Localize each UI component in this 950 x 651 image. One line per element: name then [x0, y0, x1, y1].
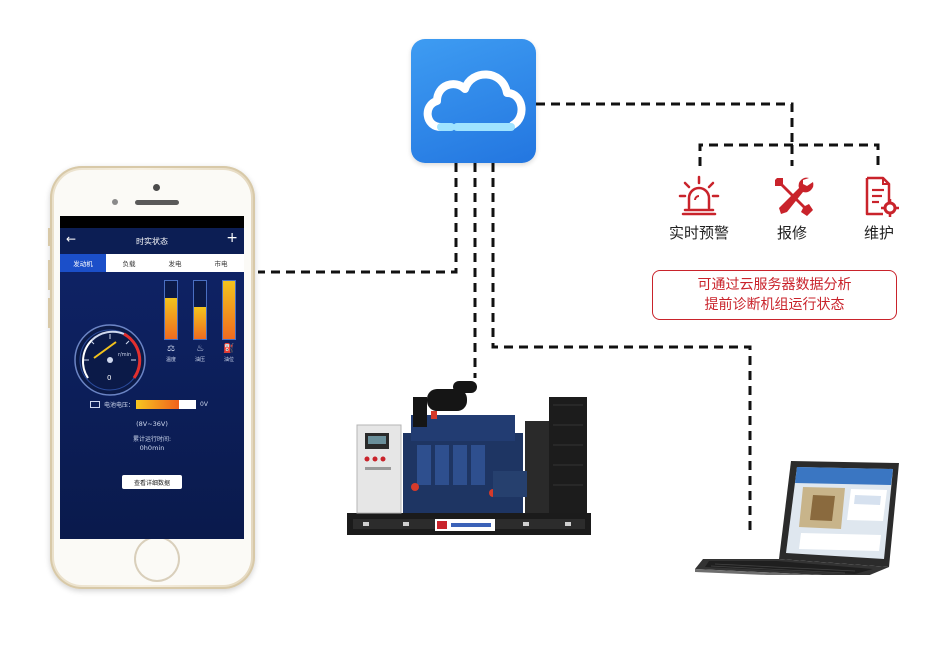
arrow-left-icon[interactable]: ← — [66, 232, 77, 246]
engine-panel: r/min 0 ⚖ ♨ ⛽ 温度 油压 油位 电池电压： 0V (8V~36V)… — [60, 272, 244, 539]
diesel-generator-image — [347, 381, 591, 535]
cloud-analysis-note: 可通过云服务器数据分析 提前诊断机组运行状态 — [652, 270, 897, 320]
plus-icon[interactable]: + — [226, 230, 238, 246]
function-maintenance[interactable]: 维护 — [850, 174, 908, 243]
cloud-server-tile[interactable] — [411, 39, 536, 163]
tab-load[interactable]: 负载 — [122, 260, 136, 268]
tab-generation[interactable]: 发电 — [168, 260, 182, 268]
wire-cloud-phone — [258, 163, 458, 274]
function-alarm-label: 实时预警 — [668, 224, 729, 242]
status-bar — [60, 216, 244, 228]
gauge-unit: r/min — [118, 352, 131, 358]
battery-bar — [136, 400, 197, 409]
runtime-label: 累计运行时间: — [132, 436, 172, 443]
tank-temperature-fill — [165, 298, 177, 339]
gauge-reading: 0 — [107, 374, 111, 382]
app-bar: ← 时实状态 + — [60, 228, 244, 254]
battery-range: (8V~36V) — [136, 420, 168, 428]
wire-cloud-functions — [536, 102, 794, 145]
tank-label-fuel: 油位 — [223, 357, 234, 363]
battery-value: 0V — [200, 401, 208, 408]
battery-voltage-row: 电池电压： 0V — [90, 400, 208, 409]
phone-speaker — [135, 200, 179, 205]
function-alarm[interactable]: 实时预警 — [660, 174, 738, 243]
function-repair[interactable]: 报修 — [760, 174, 824, 243]
phone-camera — [153, 184, 160, 191]
cloud-icon — [423, 70, 526, 131]
wire-cloud-laptop — [491, 163, 752, 530]
function-maintenance-label: 维护 — [863, 224, 894, 242]
tank-label-temperature: 温度 — [165, 357, 176, 363]
tank-temperature — [164, 280, 178, 340]
fuel-pump-icon: ⛽ — [223, 344, 235, 354]
tank-label-oil-pressure: 油压 — [194, 357, 205, 363]
phone-home-button[interactable] — [136, 538, 178, 580]
oil-can-icon: ♨ — [195, 344, 205, 354]
maintenance-doc-icon — [865, 176, 899, 217]
note-line-2: 提前诊断机组运行状态 — [704, 297, 845, 313]
tank-fuel-level-fill — [223, 281, 235, 339]
tank-fuel-level — [222, 280, 236, 340]
tab-bar: 发动机 负载 发电 市电 — [60, 254, 244, 272]
thermometer-icon: ⚖ — [166, 344, 176, 354]
tank-oil-pressure-fill — [194, 307, 206, 339]
battery-icon — [90, 401, 100, 408]
wrench-tools-icon — [775, 177, 814, 216]
phone-sensor — [112, 199, 118, 205]
phone-screen: ← 时实状态 + 发动机 负载 发电 市电 r/min 0 — [60, 216, 244, 539]
app-title: 时实状态 — [136, 236, 168, 246]
note-line-1: 可通过云服务器数据分析 — [697, 277, 852, 293]
battery-label: 电池电压： — [104, 402, 135, 409]
tab-engine[interactable]: 发动机 — [60, 254, 106, 272]
wire-functions-branch — [698, 143, 880, 166]
laptop-image — [695, 461, 899, 575]
runtime-value: 0h0min — [139, 444, 165, 452]
battery-bar-fill — [136, 400, 180, 409]
rpm-gauge: r/min 0 — [74, 324, 146, 396]
function-repair-label: 报修 — [776, 224, 807, 242]
phone-volume-up — [48, 260, 51, 290]
tank-oil-pressure — [193, 280, 207, 340]
view-details-button[interactable]: 查看详细数据 — [122, 475, 182, 489]
phone-mute-switch — [48, 228, 51, 246]
tab-mains[interactable]: 市电 — [214, 260, 228, 268]
alarm-light-icon — [678, 175, 720, 216]
phone-volume-down — [48, 298, 51, 328]
